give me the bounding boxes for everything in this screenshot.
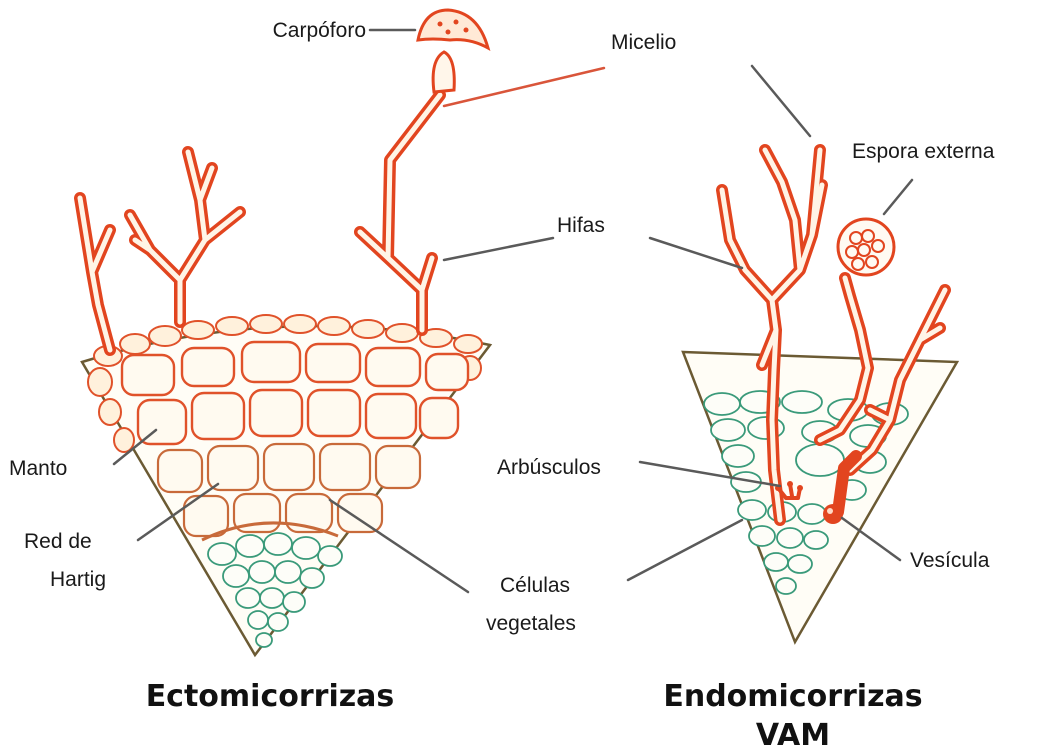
label-hifas: Hifas bbox=[557, 214, 605, 237]
label-espora-externa: Espora externa bbox=[852, 140, 995, 163]
label-micelio: Micelio bbox=[611, 31, 676, 54]
external-spore-icon bbox=[838, 219, 894, 275]
ecto-root-section bbox=[82, 315, 490, 655]
label-carpoforo: Carpóforo bbox=[273, 19, 366, 42]
label-celulas-1: Células bbox=[500, 574, 570, 597]
label-arbusculos: Arbúsculos bbox=[497, 456, 601, 479]
title-endomicorrizas: Endomicorrizas bbox=[663, 679, 922, 714]
title-vam: VAM bbox=[756, 718, 830, 751]
vesicle-icon bbox=[823, 504, 843, 524]
label-manto: Manto bbox=[9, 457, 67, 480]
endo-root-section bbox=[683, 352, 957, 642]
label-celulas-2: vegetales bbox=[486, 612, 576, 635]
title-ectomicorrizas: Ectomicorrizas bbox=[146, 679, 395, 714]
carpophore-icon bbox=[418, 10, 488, 92]
label-red-de-hartig-2: Hartig bbox=[50, 568, 106, 591]
ecto-hyphae bbox=[80, 95, 440, 350]
label-red-de-hartig-1: Red de bbox=[24, 530, 92, 553]
label-vesicula: Vesícula bbox=[910, 549, 990, 572]
